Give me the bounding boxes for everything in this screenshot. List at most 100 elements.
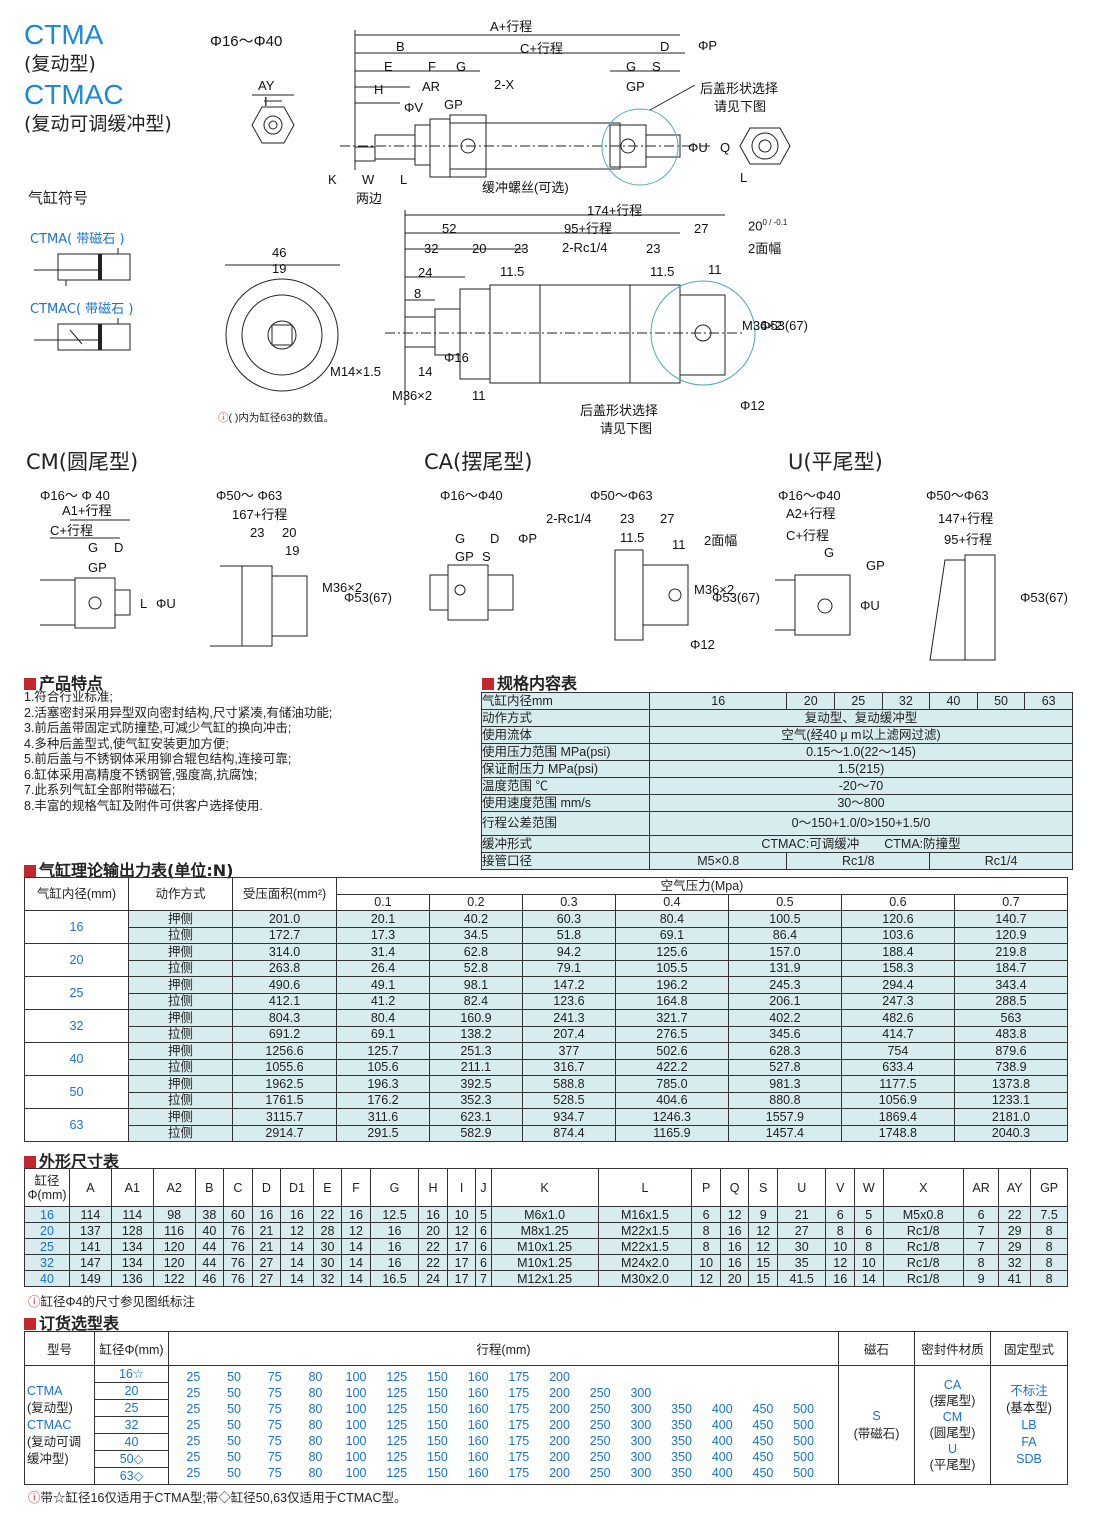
dims-value-cell: 8 [1030,1254,1068,1271]
dims-value-cell: 5 [854,1206,884,1223]
cm-20: 20 [282,525,297,540]
force-value-cell: 422.2 [614,1058,729,1076]
dims-note: ⓘ缸径Φ4的尺寸参见图纸标注 [28,1295,195,1309]
order-h-mag: 磁石 [838,1331,915,1366]
dims-value-cell: 6 [825,1206,856,1223]
rear-cover-select-label: 后盖形状选择 [700,81,779,96]
order-stroke-value: 175 [508,1466,530,1480]
force-value-cell: 482.6 [840,1009,955,1027]
force-mode-cell: 拉侧 [128,1025,233,1043]
order-stroke-value: 500 [793,1434,815,1448]
force-value-cell: 120.6 [840,910,955,928]
force-value-cell: 245.3 [727,976,842,994]
force-value-cell: 120.9 [953,926,1069,944]
dim-both-sides: 两边 [356,191,383,206]
order-fix-item: SDB [1016,1451,1042,1466]
force-pressure: 0.5 [727,893,842,911]
dims-value-cell: 24 [418,1270,448,1287]
dim-24: 24 [418,265,433,280]
dims-value-cell: Rc1/8 [882,1270,964,1287]
force-value-cell: 392.5 [428,1075,523,1093]
dims-value-cell: 40 [194,1222,225,1239]
order-stroke-value: 500 [793,1450,815,1464]
dims-value-cell: 17 [446,1270,477,1287]
dims-value-cell: 16 [369,1238,420,1255]
dims-value-cell: 136 [110,1270,154,1287]
dims-bore-cell: 20 [24,1222,70,1239]
spec-bore: 50 [976,692,1026,710]
force-value-cell: 105.6 [336,1058,430,1076]
order-model-line: CTMA [27,1383,63,1398]
dims-value-cell: 76 [223,1222,253,1239]
order-stroke-value: 75 [267,1370,282,1384]
force-bore-cell: 16 [24,910,129,944]
force-value-cell: 247.3 [840,992,955,1010]
dims-h-col: B [194,1168,225,1207]
force-mode-cell: 押侧 [128,910,233,928]
cm-167: 167+行程 [232,507,288,522]
order-stroke-value: 125 [386,1434,408,1448]
order-seal-item: CA [943,1378,962,1392]
force-value-cell: 241.3 [521,1009,616,1027]
order-stroke-value: 50 [227,1434,241,1448]
dim-11-5-b: 11.5 [650,264,675,279]
spec-cushion-value: CTMAC:可调缓冲 CTMA:防撞型 [649,835,1073,853]
dims-value-cell: 8 [825,1222,856,1239]
dims-bore-cell: 40 [24,1270,70,1287]
dims-value-cell: 76 [223,1270,253,1287]
order-note: ⓘ带☆缸径16仅适用于CTMA型;带◇缸径50,63仅适用于CTMAC型。 [28,1491,407,1505]
force-value-cell: 981.3 [727,1075,842,1093]
force-value-cell: 26.4 [336,959,430,977]
order-stroke-value: 75 [267,1402,282,1416]
dims-value-cell: 28 [312,1222,343,1239]
order-seal-item: (圆尾型) [929,1426,976,1440]
dims-value-cell: 114 [110,1206,154,1223]
force-value-cell: 1246.3 [614,1108,729,1126]
order-stroke-value: 75 [267,1434,282,1448]
force-value-cell: 588.8 [521,1075,616,1093]
force-value-cell: 628.3 [727,1042,842,1060]
dims-value-cell: 30 [312,1254,343,1271]
ca-phi53: Φ53(67) [712,590,760,605]
order-stroke-value: 125 [386,1386,408,1400]
order-stroke-value: 160 [467,1386,489,1400]
u-147: 147+行程 [938,511,994,526]
force-value-cell: 412.1 [232,992,337,1010]
order-bore-item: 20 [95,1383,168,1400]
dims-value-cell: 17 [446,1254,477,1271]
force-value-cell: 934.7 [521,1108,616,1126]
order-stroke-value: 250 [589,1402,611,1416]
rear-cover-select-label-2: 后盖形状选择 [580,403,659,418]
dim-11-5-a: 11.5 [500,264,525,279]
dims-value-cell: 8 [854,1238,884,1255]
order-stroke-value: 200 [549,1434,570,1448]
note-63: ⓘ( )内为缸径63的数值。 [218,412,335,424]
dims-value-cell: 16 [369,1222,420,1239]
force-value-cell: 291.5 [336,1124,430,1142]
dims-value-cell: 14 [854,1270,884,1287]
dims-value-cell: 16 [719,1222,750,1239]
force-value-cell: 1165.9 [614,1124,729,1142]
dims-h-col: D [251,1168,282,1207]
dims-value-cell: 12 [446,1222,477,1239]
see-below-label-2: 请见下图 [600,421,653,436]
dim-ar: AR [422,79,441,94]
order-bore-item: 40 [95,1434,168,1451]
order-mag-code: S [872,1409,881,1423]
dims-value-cell: 6 [962,1206,1000,1223]
force-mode-cell: 拉侧 [128,1058,233,1076]
order-stroke-value: 500 [793,1402,815,1416]
dims-value-cell: 76 [223,1238,253,1255]
order-seal: CA(摆尾型) CM(圆尾型) U(平尾型) [914,1365,991,1485]
force-value-cell: 98.1 [428,976,523,994]
ca-phi12: Φ12 [690,637,715,652]
force-value-cell: 1233.1 [953,1091,1069,1109]
dims-value-cell: 98 [152,1206,196,1223]
cm-phi53: Φ53(67) [344,590,392,605]
force-value-cell: 345.6 [727,1025,842,1043]
